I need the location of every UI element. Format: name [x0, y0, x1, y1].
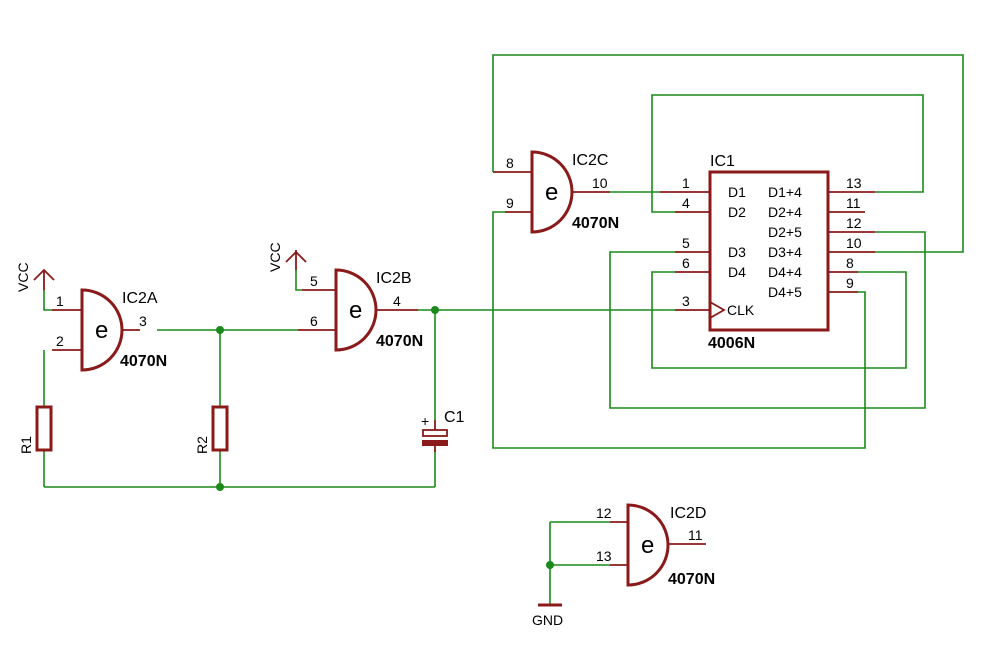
part-value: 4006N: [708, 335, 755, 352]
capacitor-c1: + C1: [421, 409, 465, 452]
pin-number: 11: [846, 195, 861, 211]
gate-symbol: e: [349, 297, 362, 324]
polarity-mark: +: [421, 413, 429, 429]
pin-number: 2: [56, 333, 64, 349]
pin-number: 12: [846, 215, 862, 231]
gate-ic2a: e 1 2 3 IC2A 4070N: [52, 288, 167, 372]
vcc-symbol-1: VCC: [15, 262, 55, 292]
pin-number: 9: [506, 195, 514, 211]
part-value: 4070N: [376, 333, 423, 350]
vcc-label-2: VCC: [267, 242, 283, 272]
part-name: IC2C: [572, 152, 608, 169]
part-value: 4070N: [120, 353, 167, 370]
junction-dot: [216, 326, 224, 334]
part-name: R2: [194, 436, 210, 454]
pin-number: 10: [592, 175, 608, 191]
pin-label: D2+5: [768, 224, 802, 240]
part-name: IC2B: [376, 270, 412, 287]
pin-number: 3: [682, 293, 690, 309]
gnd-label: GND: [532, 612, 563, 628]
pin-label: D4+4: [768, 264, 802, 280]
pin-number: 5: [682, 235, 690, 251]
part-name: IC2D: [670, 505, 706, 522]
resistor-r2: R2: [194, 405, 229, 454]
junction-dot: [546, 561, 554, 569]
pin-number: 8: [846, 255, 854, 271]
pin-number: 11: [688, 527, 703, 543]
gate-ic2b: e 5 6 4 IC2B 4070N: [298, 268, 423, 352]
pin-number: 12: [596, 505, 612, 521]
gate-symbol: e: [545, 179, 558, 206]
gnd-symbol: GND: [532, 603, 563, 628]
junction-dot: [216, 483, 224, 491]
pin-number: 13: [846, 175, 862, 191]
wires: [43, 54, 964, 605]
pin-label: CLK: [727, 302, 755, 318]
pin-label: D4: [728, 264, 746, 280]
pin-number: 1: [56, 293, 64, 309]
pin-number: 1: [682, 175, 690, 191]
gate-ic2c: e 8 9 10 IC2C 4070N: [493, 150, 619, 234]
pin-number: 5: [310, 273, 318, 289]
pin-number: 9: [846, 275, 854, 291]
pin-label: D4+5: [768, 284, 802, 300]
pin-number: 6: [310, 313, 318, 329]
part-value: 4070N: [668, 571, 715, 588]
junction-dot: [431, 306, 439, 314]
pin-number: 4: [393, 293, 401, 309]
vcc-symbol-2: VCC: [267, 242, 307, 272]
junctions: [216, 306, 554, 569]
pin-number: 13: [596, 548, 612, 564]
pin-number: 6: [682, 255, 690, 271]
pin-label: D1: [728, 184, 746, 200]
gate-symbol: e: [95, 317, 108, 344]
resistor-r1: R1: [18, 405, 53, 454]
pin-label: D3+4: [768, 244, 802, 260]
pin-label: D3: [728, 244, 746, 260]
pin-label: D2+4: [768, 204, 802, 220]
part-name: R1: [18, 436, 34, 454]
part-name: IC2A: [122, 290, 158, 307]
pin-number: 10: [846, 235, 862, 251]
gate-ic2d: e 12 13 11 IC2D 4070N: [596, 503, 715, 588]
ic1-shift-register: IC1 4006N 1 D1 4 D2 5 D3 6 D4 3 CLK D1+4…: [660, 153, 875, 352]
part-name: IC1: [710, 153, 735, 170]
vcc-label-1: VCC: [15, 262, 31, 292]
pin-number: 3: [139, 313, 147, 329]
pin-number: 8: [506, 155, 514, 171]
pin-number: 4: [682, 195, 690, 211]
pin-label: D2: [728, 204, 746, 220]
part-value: 4070N: [572, 215, 619, 232]
gate-symbol: e: [641, 532, 654, 559]
pin-label: D1+4: [768, 184, 802, 200]
part-name: C1: [444, 409, 465, 426]
